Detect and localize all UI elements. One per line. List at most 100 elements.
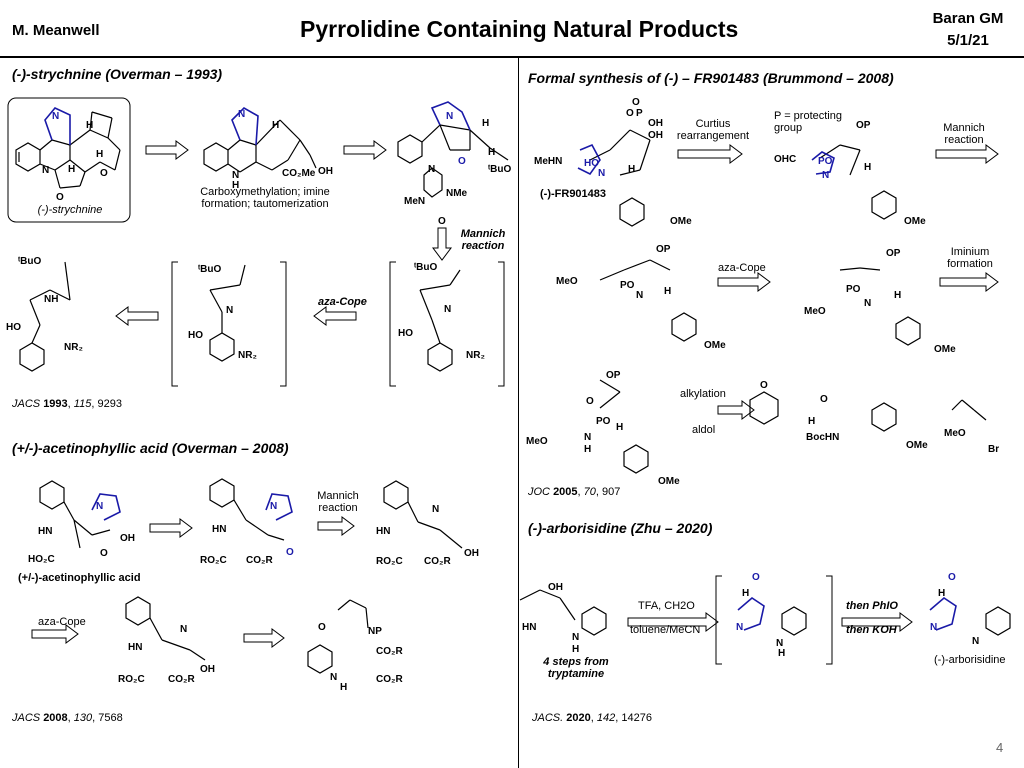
svg-text:O: O <box>752 572 760 583</box>
svg-text:MeO: MeO <box>944 428 966 439</box>
atom-label: N <box>42 165 49 176</box>
acetinophyllic-section-title: (+/-)-acetinophyllic acid (Overman – 200… <box>12 440 289 456</box>
svg-text:HO₂C: HO₂C <box>28 554 55 565</box>
svg-text:OH: OH <box>548 582 563 593</box>
svg-text:OHC: OHC <box>774 154 796 165</box>
ref-volume: 70 <box>583 486 596 498</box>
svg-text:PO: PO <box>620 280 635 291</box>
svg-text:PO: PO <box>818 156 833 167</box>
header-divider <box>0 56 1024 58</box>
svg-text:OH: OH <box>464 548 479 559</box>
ref-volume: 142 <box>596 712 616 724</box>
svg-text:HO: HO <box>6 322 21 333</box>
svg-text:PO: PO <box>846 284 861 295</box>
fr901483-reference: JOC 2005, 70, 907 <box>528 486 621 498</box>
svg-text:OH: OH <box>648 130 663 141</box>
arborisidine-steps-note: 4 steps from tryptamine <box>543 656 609 680</box>
svg-text:H: H <box>938 588 945 599</box>
svg-text:RO₂C: RO₂C <box>376 556 403 567</box>
ref-volume: 130 <box>73 712 93 724</box>
svg-text:CO₂R: CO₂R <box>168 674 195 685</box>
svg-text:HO: HO <box>188 330 203 341</box>
arborisidine-reference: JACS. 2020, 142, 14276 <box>532 712 652 724</box>
svg-text:N: N <box>432 504 439 515</box>
svg-text:N: N <box>598 168 605 179</box>
svg-text:P: P <box>636 108 643 119</box>
arborisidine-section-title: (-)-arborisidine (Zhu – 2020) <box>528 520 713 536</box>
svg-text:HN: HN <box>376 526 390 537</box>
iminium-formation-label: Iminium formation <box>947 246 993 270</box>
svg-text:CO₂Me: CO₂Me <box>282 168 316 179</box>
strychnine-reference: JACS 1993, 115, 9293 <box>12 398 122 410</box>
svg-text:OP: OP <box>606 370 621 381</box>
slide-date: 5/1/21 <box>947 32 989 49</box>
atom-label: O <box>100 168 108 179</box>
svg-text:NR₂: NR₂ <box>64 342 83 353</box>
arborisidine-structures <box>519 589 1011 636</box>
ref-journal: JOC <box>528 486 550 498</box>
strychnine-intermediate-structure <box>203 119 317 173</box>
svg-text:RO₂C: RO₂C <box>200 555 227 566</box>
ref-journal: JACS. <box>532 712 564 724</box>
svg-text:MeN: MeN <box>404 196 425 207</box>
svg-text:O: O <box>948 572 956 583</box>
strychnine-target-label: (-)-strychnine <box>37 204 103 216</box>
svg-text:N: N <box>776 638 783 649</box>
ref-journal: JACS <box>12 398 41 410</box>
svg-text:MeHN: MeHN <box>534 156 562 167</box>
strychnine-aza-cope-label: aza-Cope <box>318 296 367 308</box>
fr901483-mannich-label: Mannich reaction <box>943 122 985 146</box>
strychnine-mannich-label: Mannich reaction <box>460 228 506 252</box>
svg-text:OMe: OMe <box>670 216 692 227</box>
strychnine-pyrrolidine-highlight <box>44 107 71 145</box>
atom-label: H <box>96 149 103 160</box>
svg-text:OMe: OMe <box>906 440 928 451</box>
protecting-group-note: P = protecting group <box>774 110 842 134</box>
svg-text:O: O <box>100 548 108 559</box>
svg-text:H: H <box>272 120 279 131</box>
svg-text:H: H <box>584 444 591 455</box>
svg-text:O: O <box>458 156 466 167</box>
ref-year: 2008 <box>43 712 68 724</box>
svg-text:NMe: NMe <box>446 188 468 199</box>
acetinophyllic-aza-cope-label: aza-Cope <box>38 616 86 628</box>
svg-text:O: O <box>760 380 768 391</box>
svg-text:ᵗBuO: ᵗBuO <box>414 262 437 273</box>
svg-text:CO₂R: CO₂R <box>246 555 273 566</box>
author-name: M. Meanwell <box>12 22 100 39</box>
svg-text:HO: HO <box>398 328 413 339</box>
svg-text:O: O <box>286 547 294 558</box>
ref-page: 7568 <box>98 712 123 724</box>
svg-text:H: H <box>232 180 239 191</box>
svg-text:O: O <box>318 622 326 633</box>
svg-text:OP: OP <box>656 244 671 255</box>
acetinophyllic-target-label: (+/-)-acetinophyllic acid <box>18 572 141 584</box>
fr901483-structures <box>589 129 987 474</box>
ref-page: 14276 <box>621 712 652 724</box>
ref-page: 907 <box>602 486 621 498</box>
svg-text:RO₂C: RO₂C <box>118 674 145 685</box>
arborisidine-solvent: toluene/MeCN <box>630 624 701 636</box>
svg-text:H: H <box>628 164 635 175</box>
ref-year: 2020 <box>566 712 591 724</box>
svg-text:O: O <box>632 97 640 108</box>
svg-text:N: N <box>930 622 937 633</box>
fr901483-aza-cope-label: aza-Cope <box>718 262 766 274</box>
arborisidine-then-phio: then PhIO <box>846 600 898 612</box>
svg-text:OP: OP <box>856 120 871 131</box>
svg-text:N: N <box>238 109 245 120</box>
strychnine-structure <box>15 111 121 189</box>
strychnine-target-frame <box>7 97 131 223</box>
svg-text:N: N <box>180 624 187 635</box>
svg-text:OP: OP <box>886 248 901 259</box>
aza-cope-structures <box>19 261 461 372</box>
svg-text:NH: NH <box>44 294 58 305</box>
atom-label: O <box>56 192 64 203</box>
ref-journal: JACS <box>12 712 41 724</box>
svg-text:N: N <box>584 432 591 443</box>
svg-text:N: N <box>270 501 277 512</box>
svg-text:N: N <box>444 304 451 315</box>
acetinophyllic-reference: JACS 2008, 130, 7568 <box>12 712 123 724</box>
ref-page: 9293 <box>97 398 122 410</box>
svg-text:N: N <box>232 170 239 181</box>
